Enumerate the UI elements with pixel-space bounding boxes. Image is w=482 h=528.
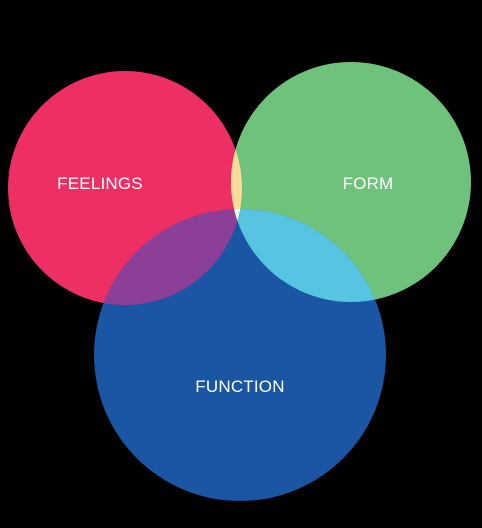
feelings-label: FEELINGS bbox=[57, 174, 143, 193]
form-function-overlap bbox=[231, 209, 386, 302]
form-label: FORM bbox=[343, 174, 394, 193]
function-label: FUNCTION bbox=[195, 377, 284, 396]
feelings-function-overlap bbox=[94, 209, 242, 305]
